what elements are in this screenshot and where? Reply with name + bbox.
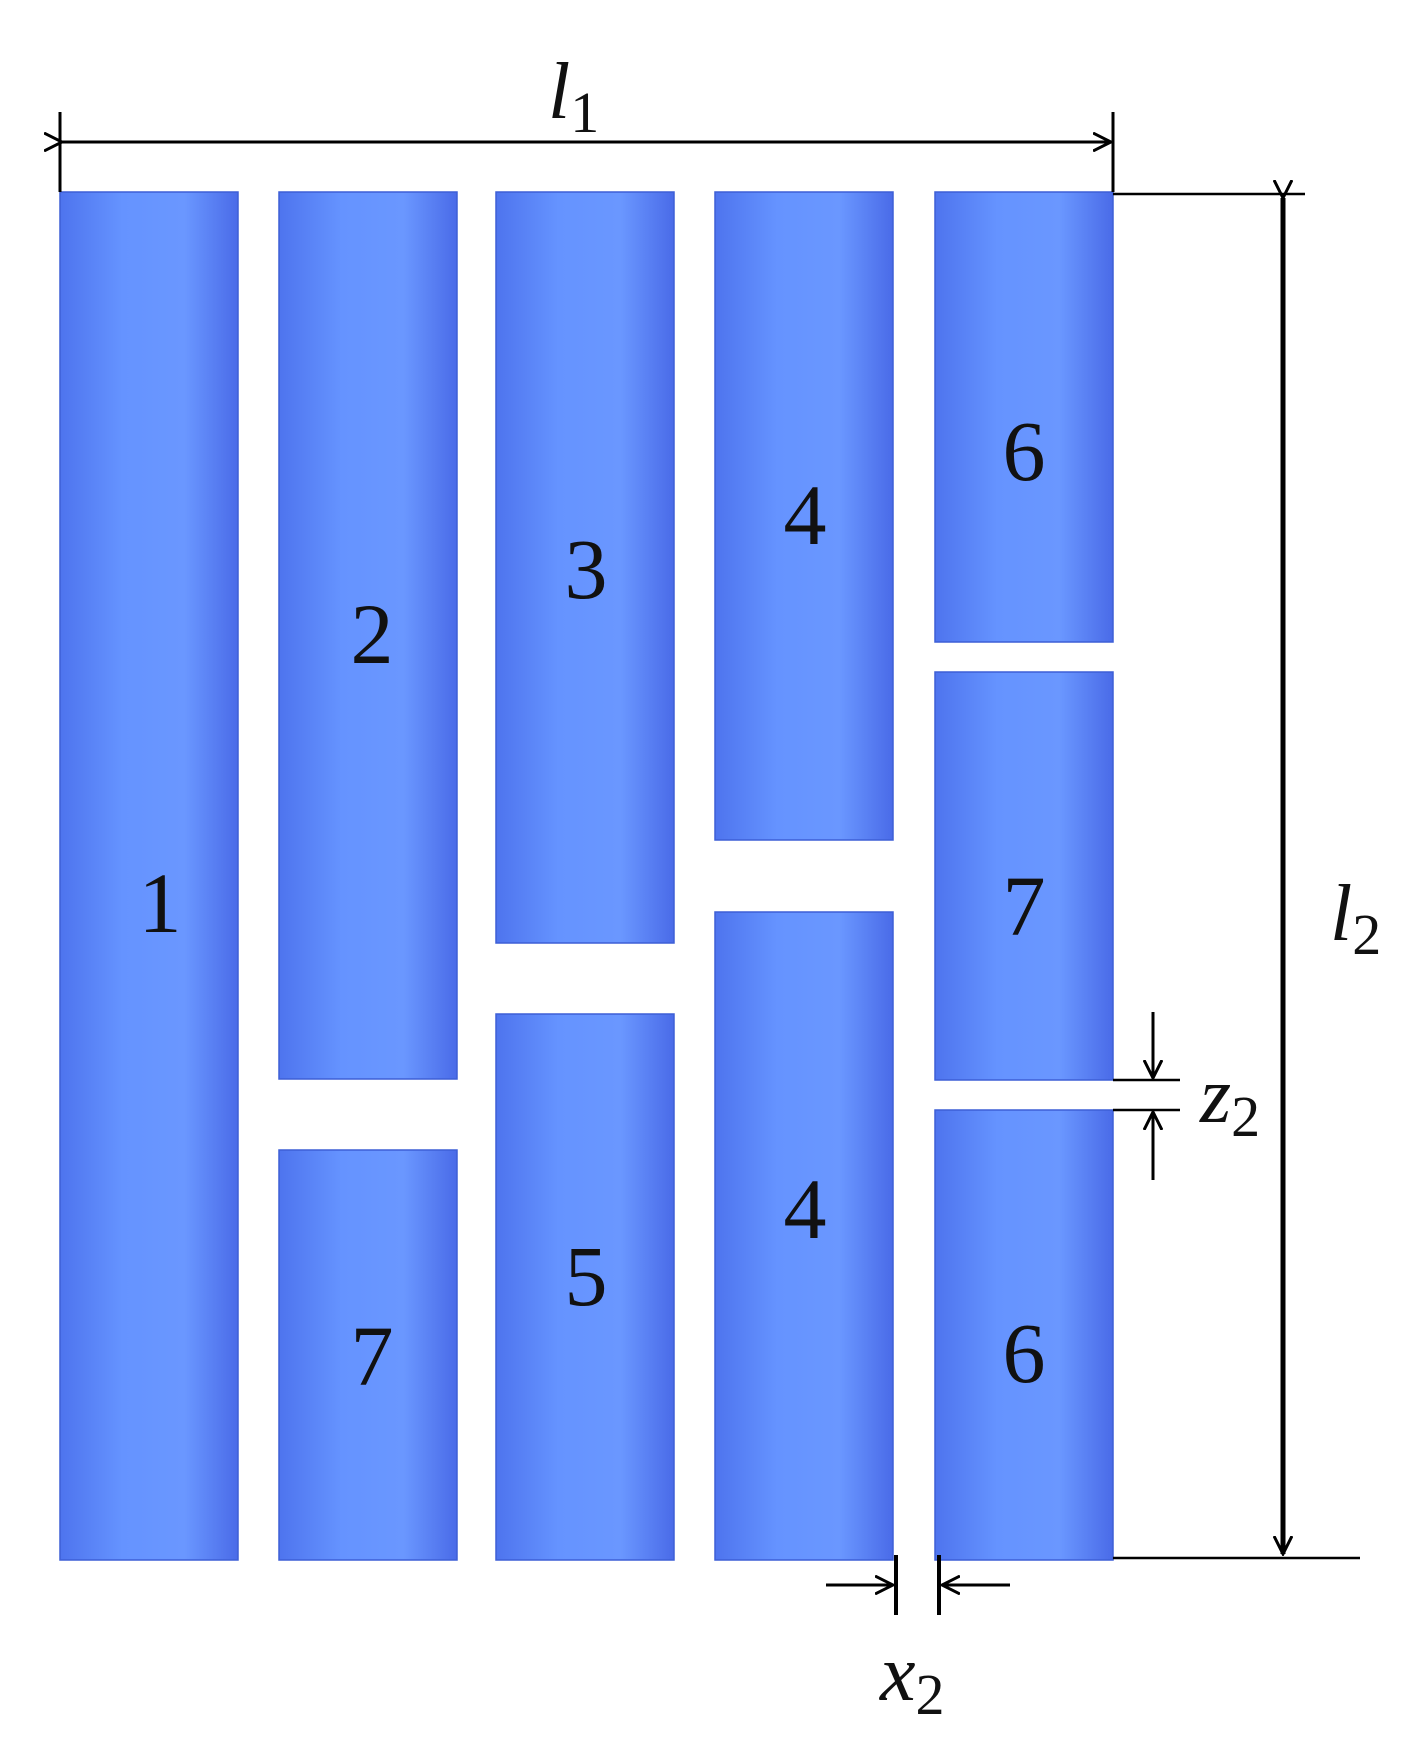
bar-label: 4 bbox=[784, 467, 827, 563]
dimension-z2: z2 bbox=[1113, 1012, 1260, 1180]
dimension-label-z2: z2 bbox=[1199, 1052, 1260, 1149]
bar-label: 3 bbox=[565, 521, 608, 617]
bar-label: 7 bbox=[1003, 858, 1046, 954]
bar-6-lower: 6 bbox=[934, 1109, 1114, 1561]
dimension-label-x2: x2 bbox=[879, 1630, 945, 1727]
bar-label: 1 bbox=[139, 855, 182, 951]
bar-3: 3 bbox=[495, 191, 675, 944]
bar-6-upper: 6 bbox=[934, 191, 1114, 643]
bar-2: 2 bbox=[278, 191, 458, 1080]
bar-7-right: 7 bbox=[934, 671, 1114, 1081]
bar-1: 1 bbox=[59, 191, 239, 1561]
bar-group: 1 2 7 3 5 4 4 6 bbox=[59, 191, 1114, 1561]
dimension-x2: x2 bbox=[826, 1555, 1010, 1727]
bar-label: 7 bbox=[351, 1308, 394, 1404]
dimension-l2: l2 bbox=[1113, 194, 1381, 1560]
dimension-l1: l1 bbox=[60, 48, 1115, 192]
bar-label: 2 bbox=[351, 586, 394, 682]
bar-4-lower: 4 bbox=[714, 911, 894, 1561]
dimension-label-l2: l2 bbox=[1330, 870, 1381, 967]
dimension-label-l1: l1 bbox=[548, 48, 599, 145]
bar-5: 5 bbox=[495, 1013, 675, 1561]
bar-label: 6 bbox=[1003, 403, 1046, 499]
bar-7-lower-left: 7 bbox=[278, 1149, 458, 1561]
bar-label: 6 bbox=[1003, 1305, 1046, 1401]
bar-4-upper: 4 bbox=[714, 191, 894, 841]
bar-label: 5 bbox=[565, 1228, 608, 1324]
bar-label: 4 bbox=[784, 1161, 827, 1257]
